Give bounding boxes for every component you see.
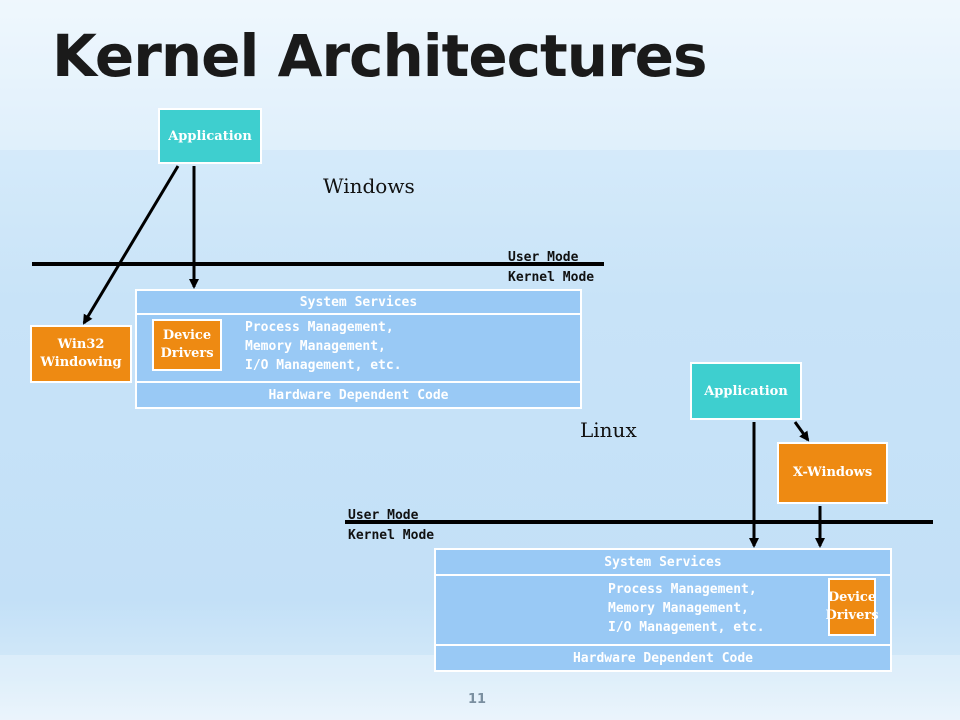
linux-drivers-line-2: Drivers	[825, 608, 879, 623]
linux-process-line-1: Process Management,	[608, 582, 757, 597]
windows-process-line-2: Memory Management,	[245, 339, 386, 354]
linux-hardware-dependent-code: Hardware Dependent Code	[434, 644, 892, 672]
page-number: 11	[468, 692, 487, 707]
page-title: Kernel Architectures	[52, 22, 708, 90]
linux-kernel-core	[434, 574, 892, 646]
windows-device-drivers-box: Device Drivers	[152, 319, 222, 371]
win32-windowing-box: Win32 Windowing	[30, 325, 132, 383]
windows-process-text: Process Management, Memory Management, I…	[245, 318, 402, 375]
windows-process-line-1: Process Management,	[245, 320, 394, 335]
win32-line-2: Windowing	[40, 355, 122, 370]
linux-process-line-3: I/O Management, etc.	[608, 620, 765, 635]
windows-user-mode-label: User Mode	[508, 250, 579, 265]
windows-drivers-line-2: Drivers	[160, 346, 214, 361]
windows-process-line-3: I/O Management, etc.	[245, 358, 402, 373]
windows-drivers-line-1: Device	[162, 328, 212, 343]
windows-application-box: Application	[158, 108, 262, 164]
windows-kernel-mode-label: Kernel Mode	[508, 270, 595, 285]
linux-user-mode-label: User Mode	[348, 508, 419, 523]
win32-line-1: Win32	[57, 337, 105, 352]
linux-mode-divider	[345, 520, 933, 524]
windows-label: Windows	[323, 174, 415, 198]
linux-kernel-mode-label: Kernel Mode	[348, 528, 435, 543]
linux-drivers-line-1: Device	[827, 590, 877, 605]
windows-hardware-dependent-code: Hardware Dependent Code	[135, 381, 582, 409]
linux-process-text: Process Management, Memory Management, I…	[608, 580, 765, 637]
arrow-app-to-win32	[82, 165, 180, 325]
windows-mode-divider	[32, 262, 604, 266]
linux-process-line-2: Memory Management,	[608, 601, 749, 616]
linux-application-box: Application	[690, 362, 802, 420]
x-windows-box: X-Windows	[777, 442, 888, 504]
linux-label: Linux	[580, 418, 637, 442]
arrow-linux-app-to-xwindows	[793, 421, 810, 442]
linux-device-drivers-label: Device Drivers	[825, 578, 879, 636]
